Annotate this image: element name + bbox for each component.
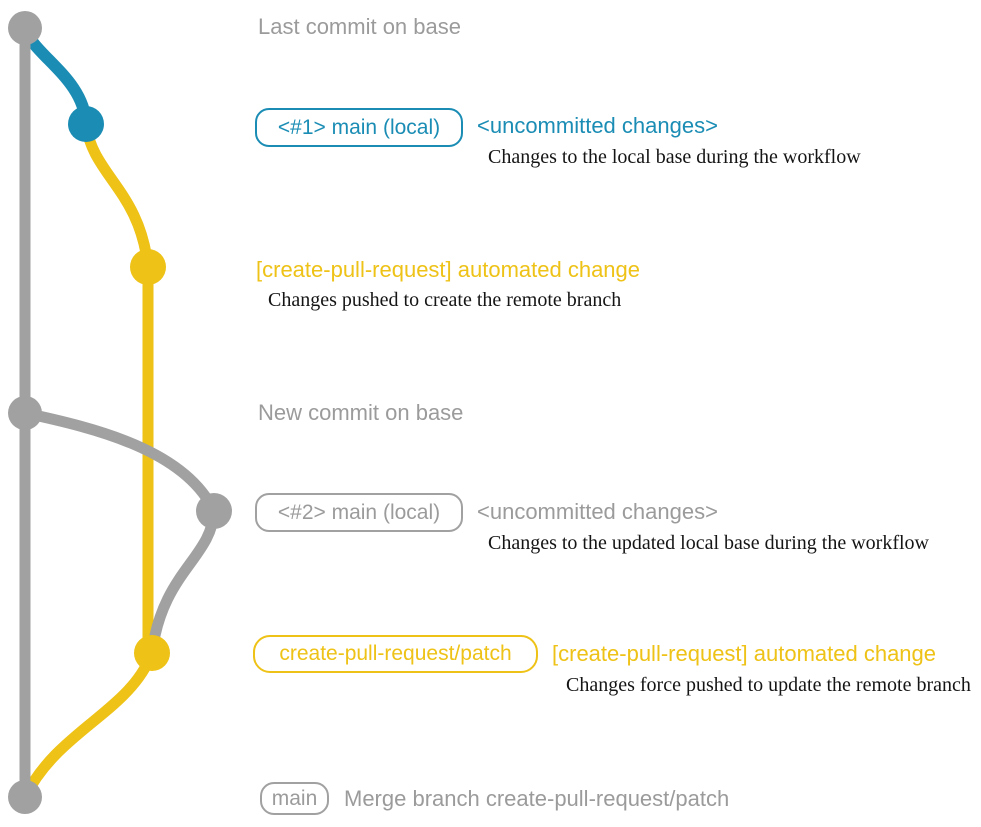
commit-node-uncommitted-1 [68,106,104,142]
label-automated-change-2: [create-pull-request] automated change [552,641,937,666]
commit-node-automated-change-1 [130,249,166,285]
merge-curve [19,647,158,803]
label-uncommitted-changes-1: <uncommitted changes> [477,113,718,138]
branch-badge-main-local-1: <#1> main (local) [255,108,463,147]
label-merge-branch: Merge branch create-pull-request/patch [344,786,730,811]
branch-badge-create-pull-request-patch: create-pull-request/patch [253,635,538,673]
uncommitted-branch2-curve [19,407,220,659]
branch-badge-main: main [260,782,329,815]
branch-badge-main-local-2: <#2> main (local) [255,493,463,532]
desc-automated-change-1: Changes pushed to create the remote bran… [268,289,622,311]
commit-node-uncommitted-2 [196,493,232,529]
label-uncommitted-changes-2: <uncommitted changes> [477,499,718,524]
label-automated-change-1: [create-pull-request] automated change [256,257,641,282]
desc-uncommitted-changes-2: Changes to the updated local base during… [488,532,929,554]
commit-node-automated-change-2 [134,635,170,671]
label-new-commit-on-base: New commit on base [258,400,464,425]
label-last-commit-on-base: Last commit on base [258,14,461,39]
desc-automated-change-2: Changes force pushed to update the remot… [566,674,971,696]
commit-node-new-base [8,396,42,430]
desc-uncommitted-changes-1: Changes to the local base during the wor… [488,146,861,168]
patch-branch-curve-out [80,118,154,273]
commit-node-merge [8,780,42,814]
commit-node-last-base [8,11,42,45]
